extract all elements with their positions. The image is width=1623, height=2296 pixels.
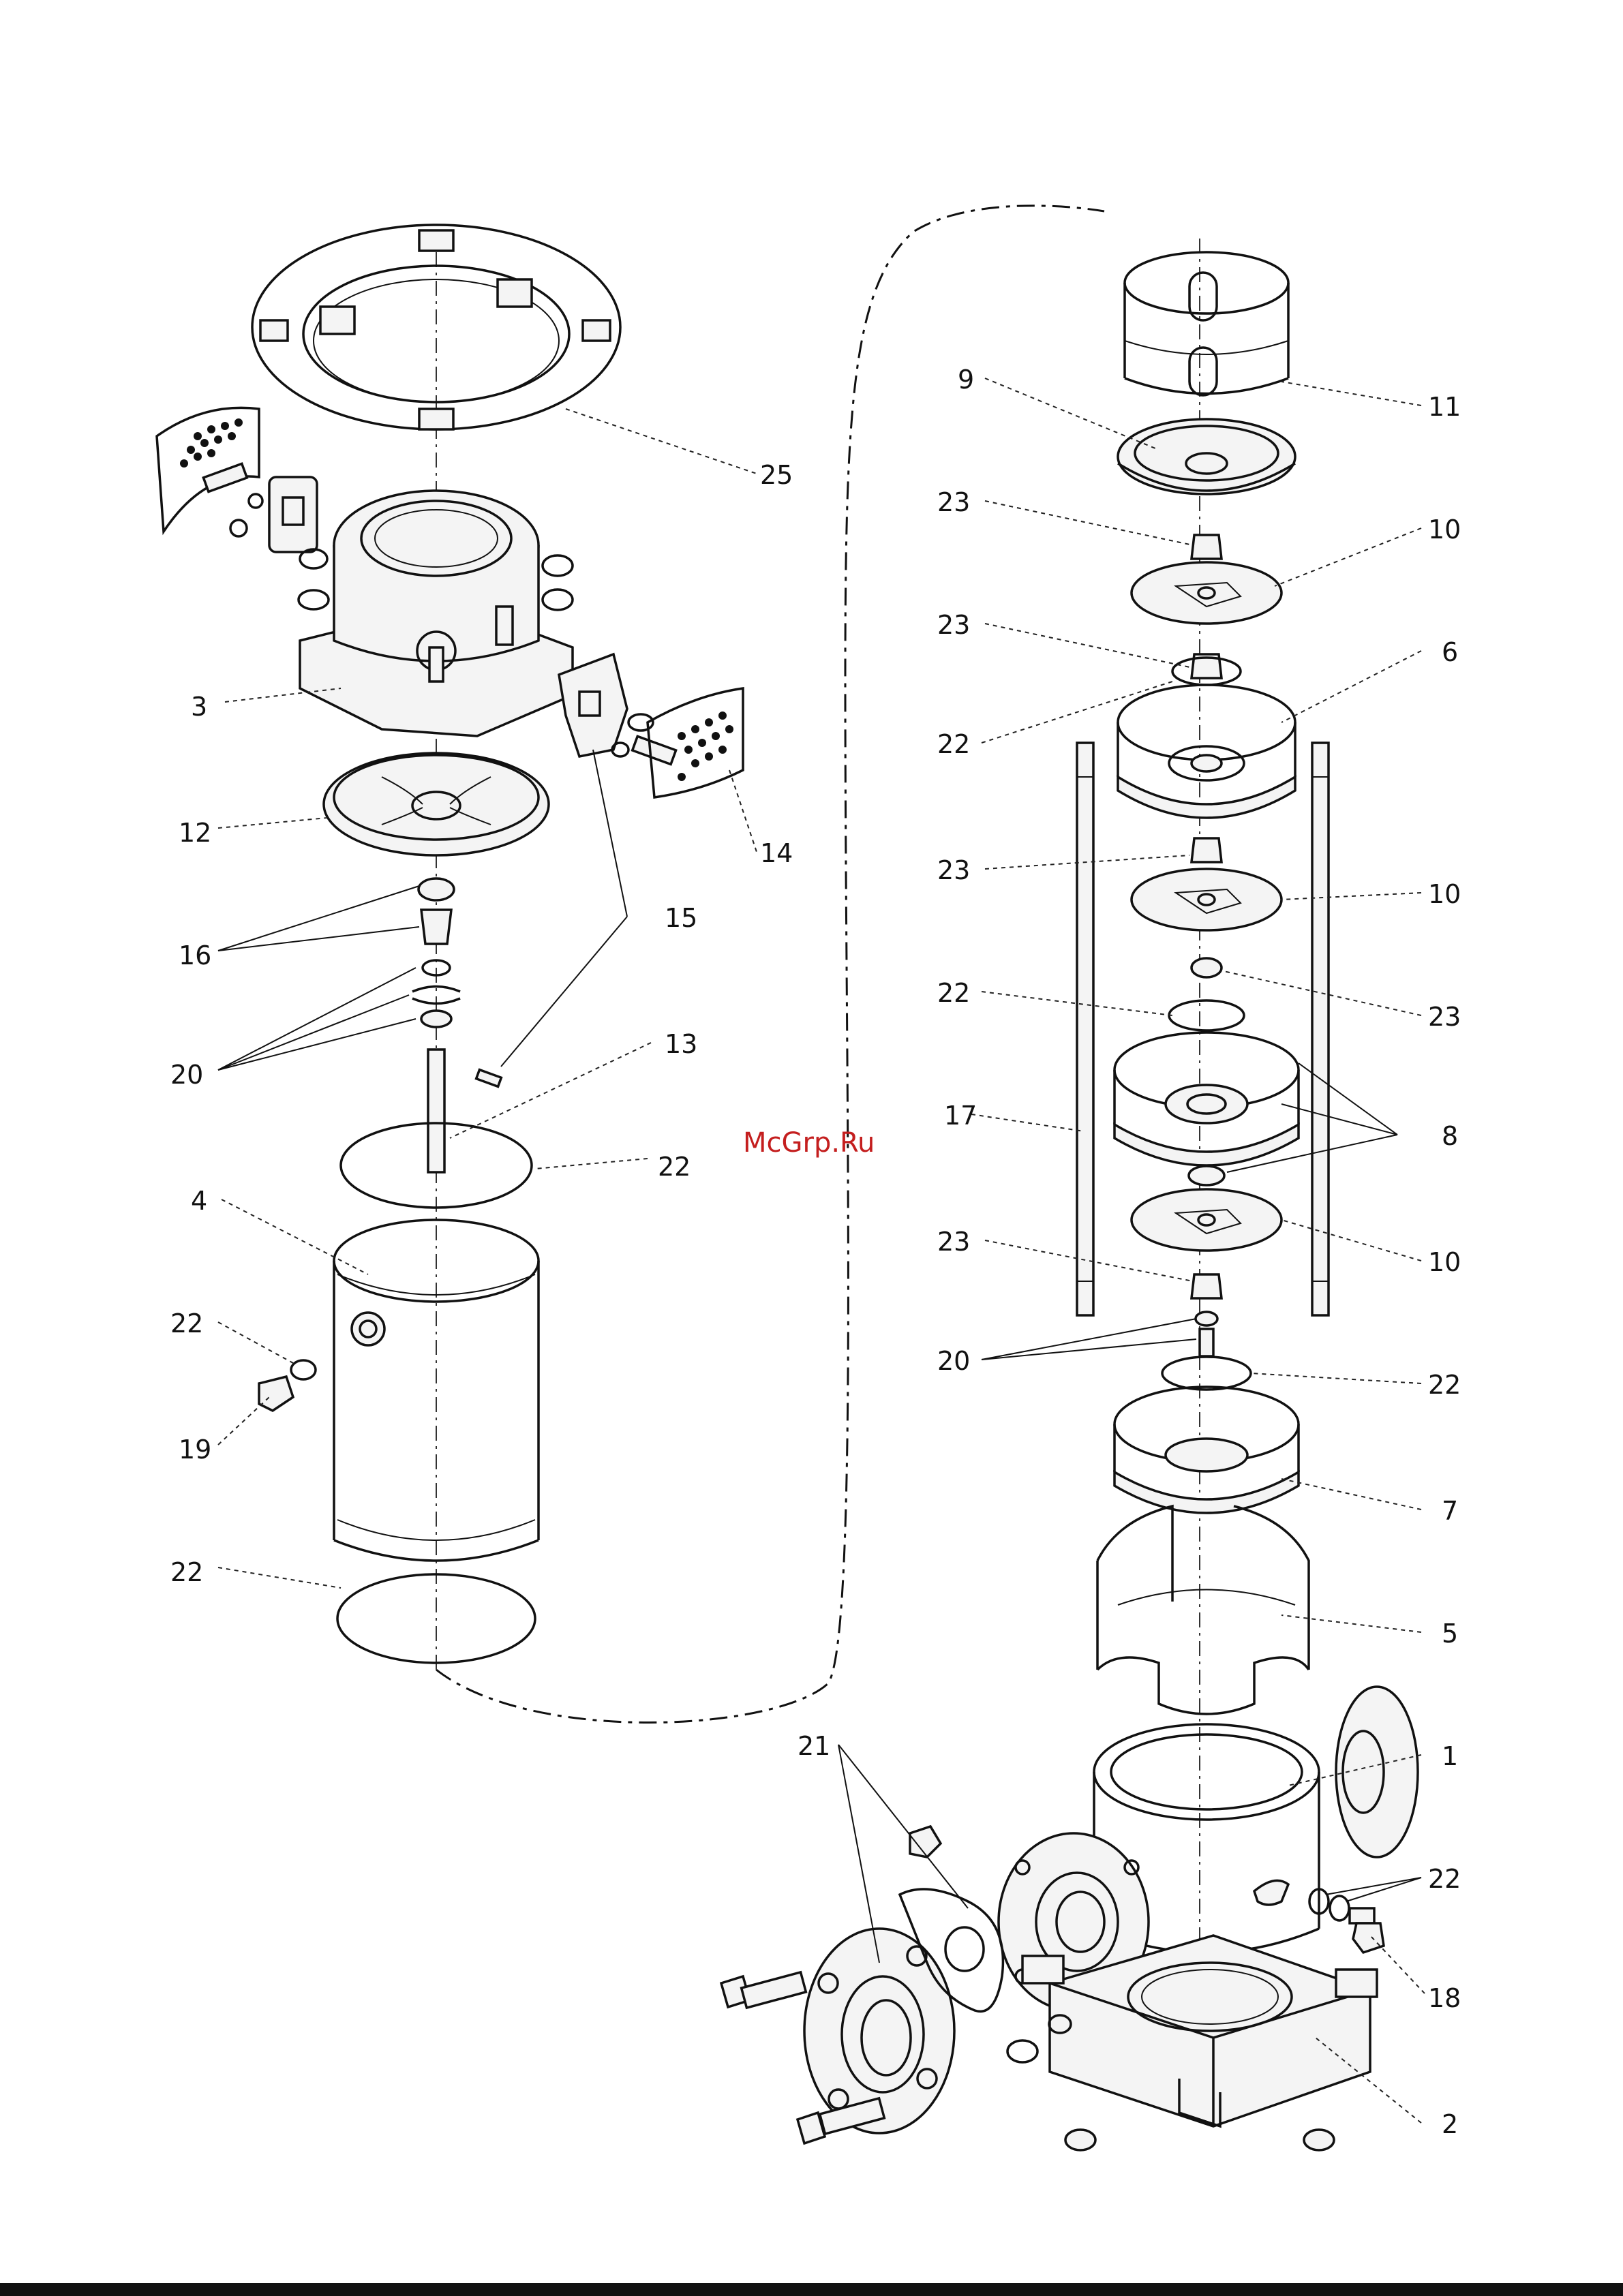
label-4: 4	[191, 1186, 207, 1216]
label-3: 3	[191, 692, 207, 722]
label-23-1: 23	[937, 487, 970, 517]
part-10-impeller-2	[1132, 869, 1281, 930]
label-23-3: 23	[937, 855, 970, 885]
label-8: 8	[1442, 1121, 1458, 1151]
label-14: 14	[760, 838, 793, 868]
label-13: 13	[665, 1029, 697, 1059]
part-2-base	[1007, 1935, 1377, 2150]
label-22-4: 22	[1428, 1864, 1461, 1894]
label-18: 18	[1428, 1983, 1461, 2013]
watermark: McGrp.Ru	[743, 1127, 875, 1159]
label-21: 21	[798, 1731, 830, 1761]
label-16: 16	[179, 940, 211, 970]
label-19: 19	[179, 1435, 211, 1465]
part-13-pin	[476, 1070, 502, 1087]
label-1: 1	[1442, 1741, 1458, 1771]
label-22-washer-left: 22	[170, 1308, 203, 1338]
part-10-impeller-1	[1132, 562, 1281, 624]
label-22-upper-left: 22	[658, 1152, 691, 1182]
part-15-coupling-left	[269, 477, 317, 552]
label-10-1: 10	[1428, 515, 1461, 545]
label-22-3: 22	[1428, 1370, 1461, 1400]
part-10-impeller-3	[1132, 1189, 1281, 1251]
label-25: 25	[760, 460, 793, 490]
part-18-plug	[1350, 1908, 1384, 1953]
label-23-4: 23	[1428, 1002, 1461, 1032]
label-10-3: 10	[1428, 1247, 1461, 1277]
label-12: 12	[179, 818, 211, 848]
part-11-strainer	[1125, 252, 1288, 395]
label-20-left: 20	[170, 1060, 203, 1090]
label-6: 6	[1442, 637, 1458, 667]
label-22-lower-left: 22	[170, 1557, 203, 1587]
part-23-sleeve-3	[1192, 838, 1222, 862]
part-7-bottom-chamber	[1114, 1387, 1299, 1513]
part-20-nut-washer	[1196, 1312, 1217, 1356]
label-22-1: 22	[937, 729, 970, 759]
part-22-ring-2	[1169, 1000, 1244, 1030]
part-22-washer-plug	[291, 1360, 316, 1379]
assembly-flow-line	[436, 206, 1104, 1723]
label-7: 7	[1442, 1496, 1458, 1526]
part-23-sleeve-5	[1192, 1274, 1222, 1298]
label-9: 9	[958, 365, 974, 395]
label-10-2: 10	[1428, 879, 1461, 909]
part-5-inner-sleeve	[1097, 1506, 1309, 1714]
part-23-sleeve-4	[1192, 958, 1222, 977]
label-23-5: 23	[937, 1227, 970, 1257]
label-20-right: 20	[937, 1346, 970, 1376]
label-22-2: 22	[937, 978, 970, 1008]
part-3-motor-stool	[300, 491, 573, 736]
part-9-top-chamber	[1118, 419, 1295, 494]
part-6-chamber	[1118, 685, 1295, 818]
label-17: 17	[944, 1101, 977, 1131]
label-23-2: 23	[937, 610, 970, 640]
label-15: 15	[665, 903, 697, 933]
label-2: 2	[1442, 2109, 1458, 2139]
part-14-guard-right	[633, 688, 743, 797]
label-5: 5	[1442, 1619, 1458, 1649]
part-12-bearing-plate	[324, 753, 549, 855]
label-11: 11	[1428, 392, 1461, 422]
part-23-sleeve-1	[1192, 535, 1222, 559]
part-22-ring-3	[1162, 1357, 1251, 1390]
part-16-seal	[419, 878, 454, 944]
bottom-edge-bar	[0, 2283, 1623, 2296]
left-shaft	[428, 1050, 444, 1172]
part-19-plug	[259, 1377, 293, 1411]
